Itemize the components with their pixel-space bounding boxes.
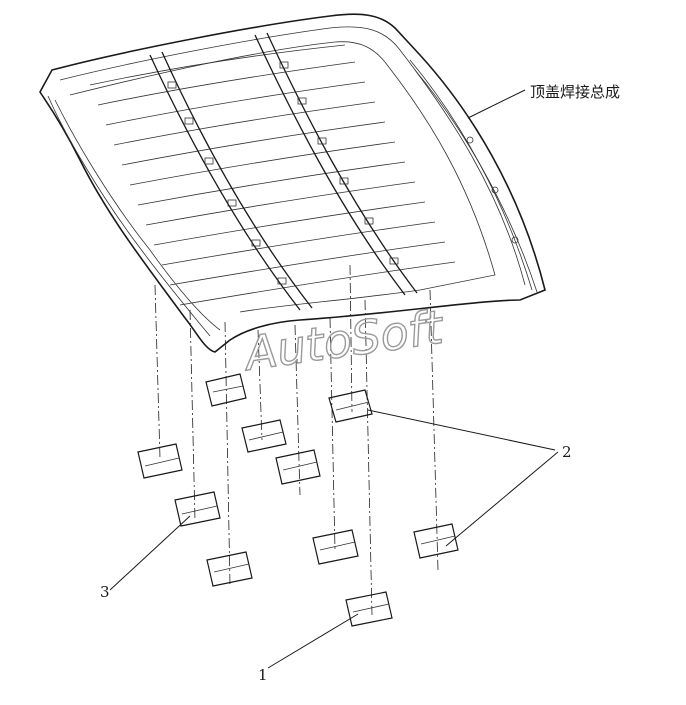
roof-bows [149, 32, 418, 311]
leader-lines [109, 89, 559, 669]
label-part-1: 1 [258, 666, 268, 684]
pad-box [413, 523, 459, 559]
pad-box [345, 591, 393, 627]
label-part-3: 3 [100, 583, 110, 601]
roof-ribs [89, 44, 456, 306]
roof-panel [39, 13, 546, 353]
label-part-2: 2 [562, 443, 572, 461]
pad-box [275, 449, 321, 485]
bow-brackets [167, 61, 399, 285]
side-flange [409, 59, 538, 293]
drop-lines [154, 264, 439, 616]
pad-box [206, 551, 253, 587]
pad-box [241, 419, 287, 453]
pad-box [174, 491, 221, 527]
pad-box [328, 389, 373, 423]
label-assembly: 顶盖焊接总成 [530, 83, 620, 101]
watermark-text: AutoSoft [239, 300, 448, 382]
pad-box [205, 373, 247, 407]
pad-box [137, 443, 183, 479]
pads [137, 373, 459, 627]
pad-box [312, 529, 359, 565]
